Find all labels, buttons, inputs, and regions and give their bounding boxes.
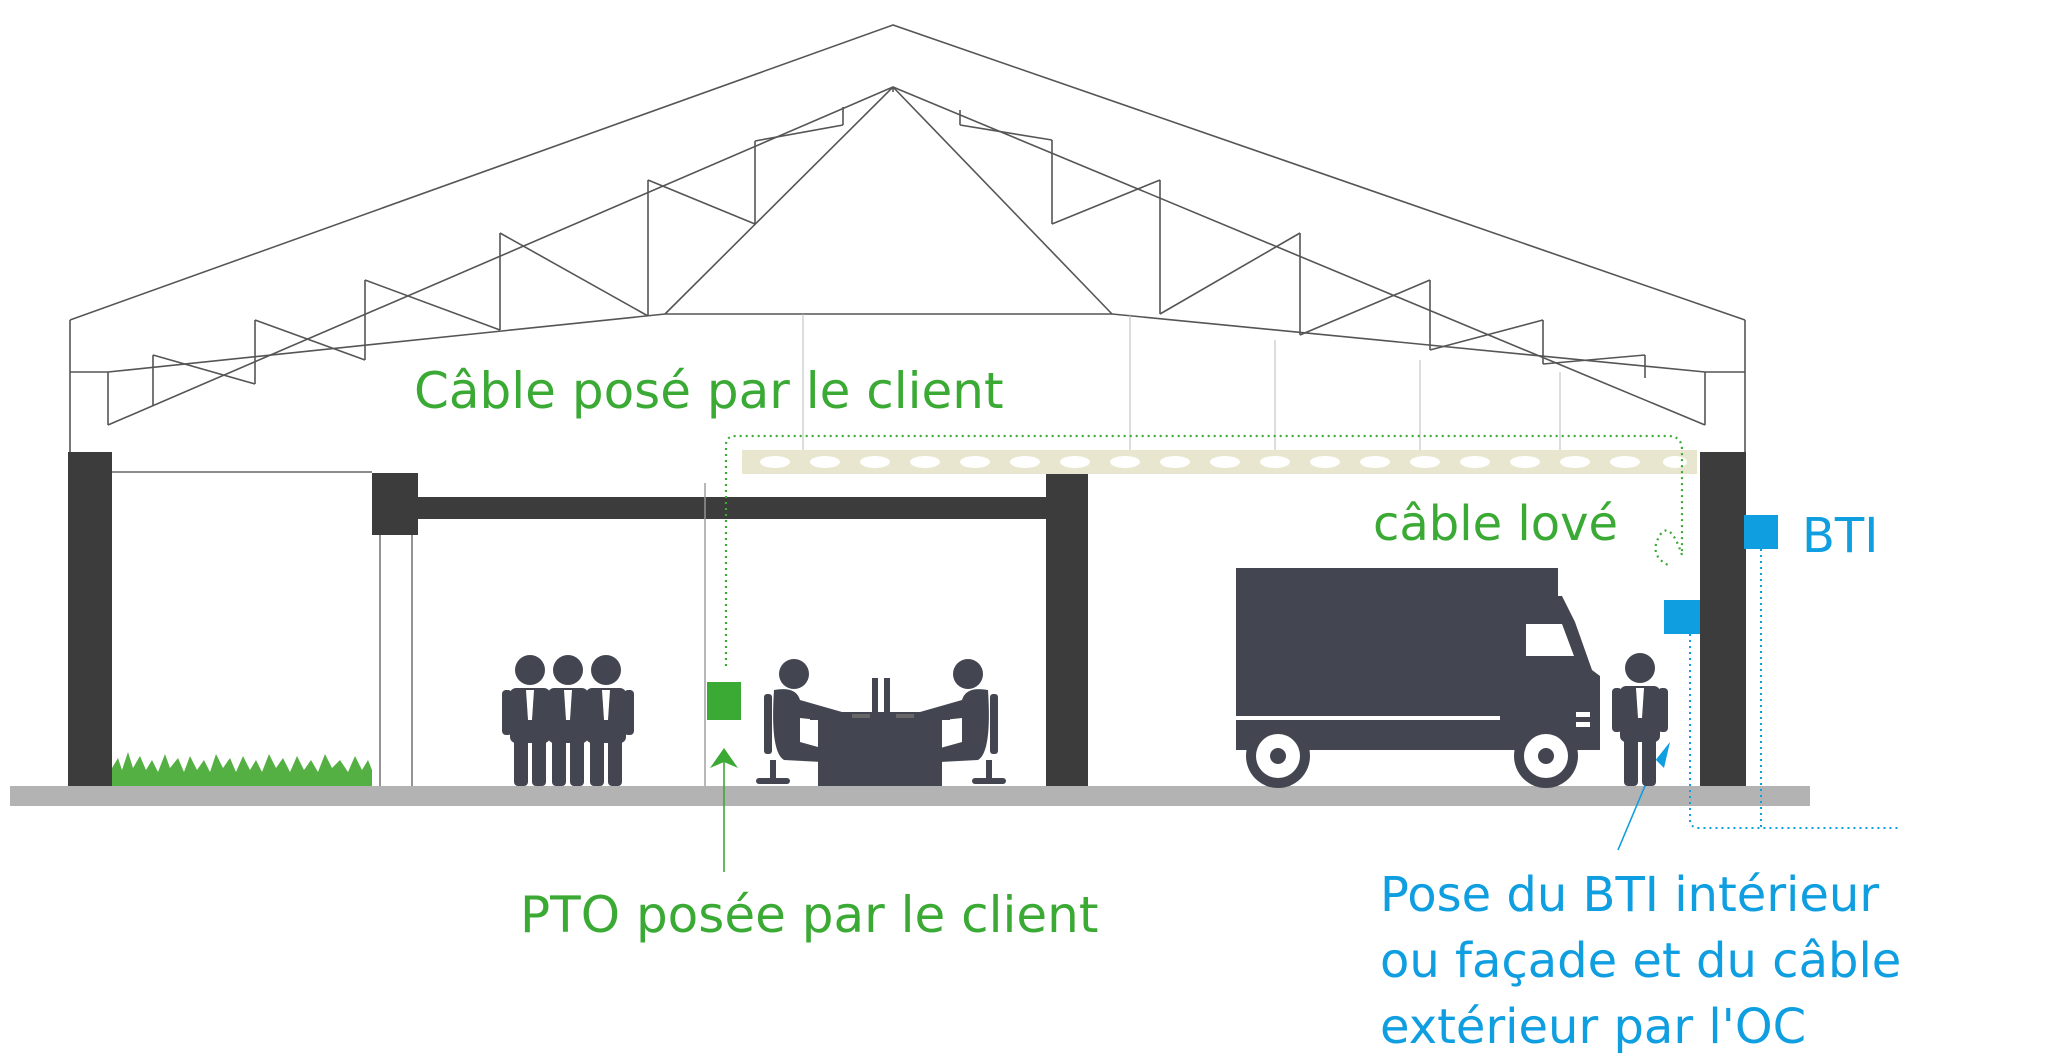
client-cable bbox=[724, 434, 1684, 666]
bti-facade-box bbox=[1744, 515, 1778, 549]
desk-workers-icon bbox=[756, 659, 1006, 786]
bti-label: BTI bbox=[1802, 508, 1879, 564]
people-group-icon bbox=[502, 655, 634, 786]
technician-icon bbox=[1612, 653, 1668, 786]
pto-outlet bbox=[707, 682, 741, 720]
cable-tray bbox=[742, 450, 1697, 474]
bti-interior-box bbox=[1664, 600, 1700, 634]
operator-install-line-2: ou façade et du câble bbox=[1380, 933, 1902, 989]
coiled-cable-label: câble lové bbox=[1373, 496, 1619, 552]
operator-install-label: Pose du BTI intérieur ou façade et du câ… bbox=[1380, 862, 1940, 1060]
operator-install-line-1: Pose du BTI intérieur bbox=[1380, 867, 1880, 923]
grass bbox=[112, 752, 372, 786]
pto-label: PTO posée par le client bbox=[520, 886, 1099, 944]
operator-cable bbox=[1689, 549, 1900, 829]
truck-icon bbox=[1236, 568, 1600, 788]
door-frame bbox=[112, 471, 706, 786]
roof-truss bbox=[69, 24, 1746, 452]
ground-slab bbox=[10, 786, 1810, 806]
building-structure bbox=[68, 452, 1746, 786]
operator-install-line-3: extérieur par l'OC bbox=[1380, 999, 1807, 1055]
client-cable-label: Câble posé par le client bbox=[414, 362, 1004, 420]
pto-arrow-icon bbox=[710, 748, 738, 768]
